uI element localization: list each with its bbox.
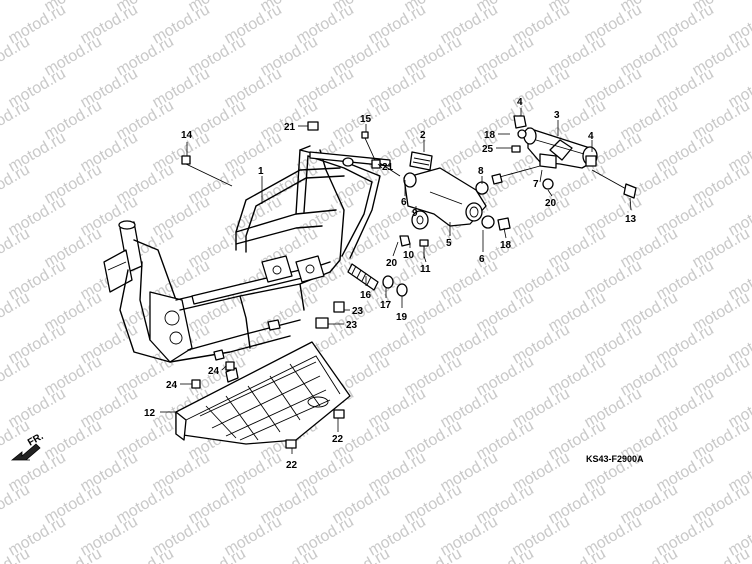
watermark-text: motod.ru [0,289,33,335]
callout-13: 13 [625,214,637,225]
floor-panel [175,341,351,445]
callout-6-left: 6 [401,197,407,208]
callout-23-lower: 23 [346,320,358,331]
callout-21-lower: 21 [382,162,394,173]
watermark-text: motod.ru [0,481,33,527]
watermark-text: motod.ru [0,0,33,15]
callout-20-left: 20 [386,258,398,269]
callout-6-right: 6 [479,254,485,265]
leader-lines [160,108,632,454]
callout-9: 9 [412,208,418,219]
diagram-code: KS43-F2900A [586,454,644,464]
callout-10: 10 [403,250,415,261]
watermark-text: motod.ru [618,545,681,564]
watermark-text: motod.ru [330,545,393,564]
callout-12: 12 [144,408,156,419]
callout-24-left: 24 [166,380,178,391]
callout-14: 14 [181,130,193,141]
watermark-text: motod.ru [42,545,105,564]
watermark-text: motod.ru [186,545,249,564]
callout-22-right: 22 [332,434,344,445]
callout-22-lower: 22 [286,460,298,471]
watermark-text: motod.ru [402,545,465,564]
callout-15: 15 [360,114,372,125]
callout-3: 3 [554,110,560,121]
callout-20-right: 20 [545,198,557,209]
watermark-text: motod.ru [0,97,33,143]
callout-23-upper: 23 [352,306,364,317]
callout-labels: 1 2 3 4 4 5 6 6 7 8 9 10 11 12 13 14 15 … [144,97,637,471]
watermark-text: motod.ru [474,545,537,564]
callout-18-upper: 18 [484,130,496,141]
fasteners [181,121,381,449]
watermark-text: motod.ru [0,161,33,207]
watermark-text: motod.ru [0,33,33,79]
main-frame [103,145,391,363]
watermark-text: motod.ru [690,545,752,564]
watermark-text: motod.ru [0,353,33,399]
callout-18-lower: 18 [500,240,512,251]
callout-24-right: 24 [208,366,220,377]
callout-1: 1 [258,166,264,177]
watermark-text: motod.ru [0,225,33,271]
callout-2: 2 [420,130,426,141]
rear-mount-assembly [347,131,495,297]
callout-4-upper: 4 [517,97,523,108]
callout-19: 19 [396,312,408,323]
callout-11: 11 [420,264,431,275]
rear-arm-assembly [491,115,637,231]
callout-4-right: 4 [588,131,594,142]
watermark-text: motod.ru [546,545,609,564]
callout-7: 7 [533,179,539,190]
callout-17: 17 [380,300,392,311]
watermark-text: motod.ru [258,545,321,564]
watermark-text: motod.ru [114,545,177,564]
callout-25: 25 [482,144,494,155]
callout-16: 16 [360,290,372,301]
callout-5: 5 [446,238,452,249]
callout-21-upper: 21 [284,122,296,133]
callout-8: 8 [478,166,484,177]
